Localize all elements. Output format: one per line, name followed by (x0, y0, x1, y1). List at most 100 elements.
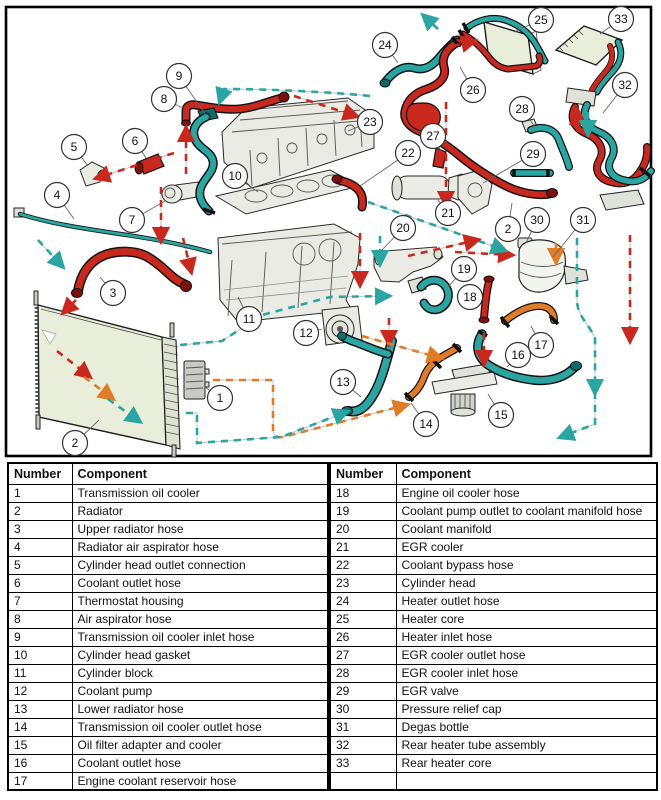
part-number-cell: 30 (329, 699, 397, 719)
part-number-cell: 23 (329, 573, 397, 593)
part-number-cell: 32 (329, 735, 397, 755)
callout-number: 2 (505, 222, 512, 236)
callout-22: 22 (359, 139, 422, 187)
callout-number: 21 (441, 206, 455, 220)
part-number-cell: 10 (7, 645, 73, 665)
callout-number: 17 (534, 338, 548, 352)
col-header-number: Number (7, 462, 73, 485)
callout-26: 26 (459, 66, 487, 104)
callout-circle (412, 410, 440, 438)
callout-number: 31 (576, 213, 590, 227)
engine-coolant-reservoir-hose (499, 302, 560, 329)
part-name-cell: Engine coolant reservoir hose (71, 771, 329, 791)
part-number-cell: 22 (329, 555, 397, 575)
callout-number: 33 (614, 12, 628, 26)
part-number-cell: 26 (329, 627, 397, 647)
callout-number: 15 (494, 408, 508, 422)
part-name-cell: Upper radiator hose (71, 519, 329, 539)
part-number-cell: 19 (329, 501, 397, 521)
callout-number: 28 (515, 102, 529, 116)
egr-cooler-outlet-hose (432, 147, 447, 169)
part-number-cell: 27 (329, 645, 397, 665)
col-header-component: Component (395, 462, 658, 485)
part-name-cell (395, 771, 658, 791)
part-name-cell: Rear heater core (395, 753, 658, 773)
callout-11: 11 (235, 296, 263, 333)
callout-13: 13 (329, 368, 362, 398)
callout-number: 9 (176, 69, 183, 83)
part-number-cell: 4 (7, 537, 73, 557)
air-aspirator-hose (181, 91, 290, 127)
callout-number: 22 (401, 146, 415, 160)
callout-circle (504, 341, 532, 369)
flow-arrows (37, 12, 640, 445)
callout-number: 13 (336, 375, 350, 389)
part-name-cell: Heater core (395, 609, 658, 629)
table-row (329, 771, 658, 791)
callout-31: 31 (552, 206, 597, 258)
callout-circle (150, 85, 178, 113)
callout-circle (356, 108, 384, 136)
part-name-cell: Air aspirator hose (71, 609, 329, 629)
callout-number: 6 (132, 134, 139, 148)
part-number-cell: 25 (329, 609, 397, 629)
part-number-cell: 6 (7, 573, 73, 593)
callout-23: 23 (347, 108, 384, 136)
transmission-oil-cooler-inlet-hose (189, 107, 219, 216)
part-number-cell: 17 (7, 771, 73, 791)
callout-14: 14 (410, 402, 440, 438)
part-name-cell: Transmission oil cooler inlet hose (71, 627, 329, 647)
coolant-bypass-hose (331, 174, 368, 212)
cylinder-head-outlet-connection (79, 161, 109, 187)
part-number-cell: 8 (7, 609, 73, 629)
part-number-cell: 11 (7, 663, 73, 683)
callout-circle (527, 331, 555, 359)
callout-number: 29 (526, 147, 540, 161)
callout-circle (569, 206, 597, 234)
callout-circle (292, 319, 320, 347)
part-number-cell: 14 (7, 717, 73, 737)
part-number-cell: 1 (7, 483, 73, 503)
transmission-oil-cooler-outlet-hose (403, 342, 463, 403)
callout-12: 12 (292, 319, 323, 347)
part-name-cell: Transmission oil cooler (71, 483, 329, 503)
callout-circle (419, 122, 447, 150)
upper-radiator-hose (71, 246, 192, 298)
callout-number: 19 (457, 262, 471, 276)
callout-number: 12 (299, 326, 313, 340)
part-number-cell: 7 (7, 591, 73, 611)
callout-number: 25 (534, 13, 548, 27)
callout-18: 18 (456, 283, 484, 311)
col-header-component: Component (71, 462, 329, 485)
callout-15: 15 (487, 393, 515, 429)
part-number-cell: 20 (329, 519, 397, 539)
part-name-cell: EGR cooler (395, 537, 658, 557)
part-number-cell: 13 (7, 699, 73, 719)
part-name-cell: Heater outlet hose (395, 591, 658, 611)
part-number-cell: 18 (329, 483, 397, 503)
callout-circle (434, 199, 462, 227)
part-number-cell: 9 (7, 627, 73, 647)
col-header-number: Number (329, 462, 397, 485)
diagram-border (4, 5, 653, 458)
part-name-cell: Coolant outlet hose (71, 573, 329, 593)
callout-circle (456, 283, 484, 311)
